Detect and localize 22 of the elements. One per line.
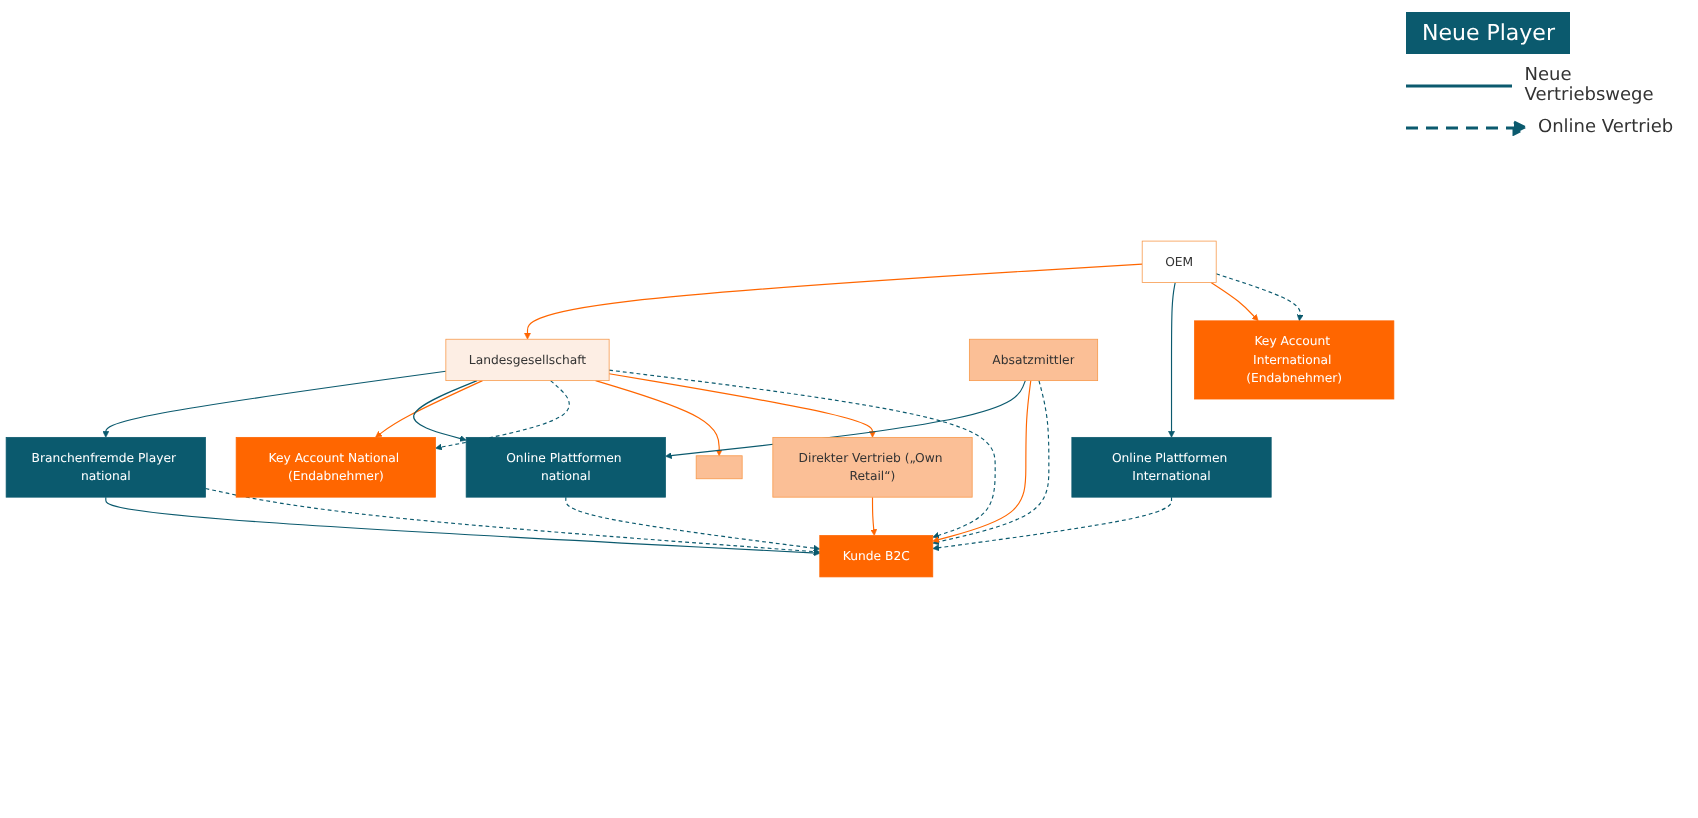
arrow — [595, 380, 723, 457]
arrow — [102, 370, 447, 438]
legend-swatch: Neue Player — [1406, 12, 1571, 54]
arrow — [608, 369, 996, 539]
arrow — [932, 496, 1173, 552]
arrow — [608, 373, 876, 438]
arrow — [1210, 281, 1259, 322]
arrow — [1168, 281, 1176, 438]
arrow — [375, 380, 484, 438]
arrow — [413, 380, 478, 442]
arrow — [524, 263, 1143, 340]
arrow — [870, 496, 878, 536]
arrow — [105, 496, 821, 557]
arrow — [932, 380, 1032, 543]
arrow — [565, 496, 821, 552]
node-box — [695, 455, 743, 480]
arrow — [435, 380, 570, 451]
arrow — [932, 380, 1050, 546]
arrow — [1215, 273, 1304, 322]
arrow — [204, 487, 821, 555]
legend-text: Online Vertrieb — [1538, 118, 1674, 138]
legend-text: Neue Vertriebswege — [1524, 66, 1656, 106]
